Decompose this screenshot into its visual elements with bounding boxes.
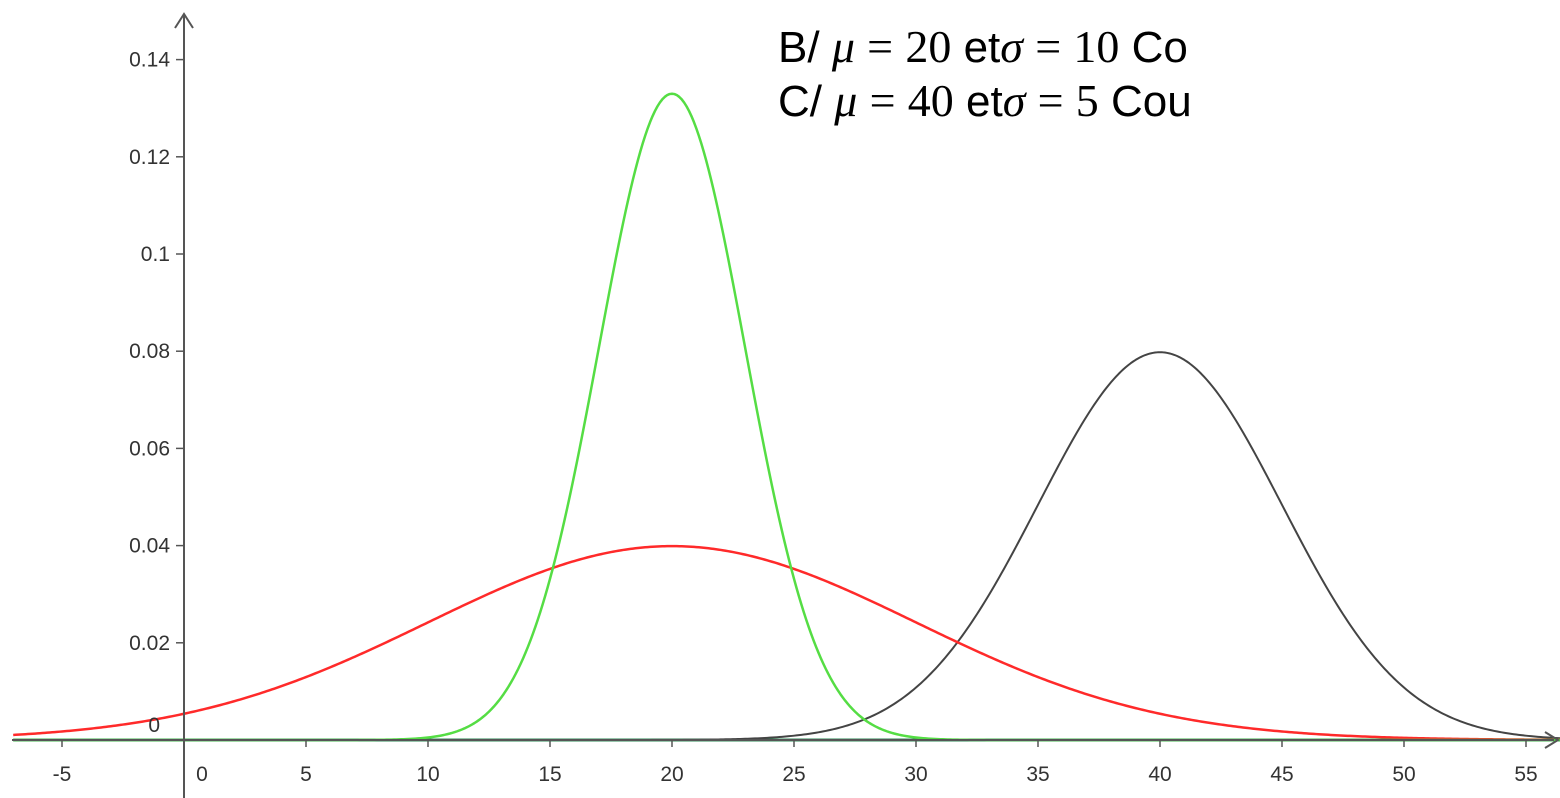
- equals-sign: =: [869, 75, 896, 126]
- y-tick-label: 0.04: [129, 535, 170, 558]
- annotation-suffix: Co: [1131, 23, 1188, 72]
- y-tick-label: 0.12: [129, 146, 170, 169]
- x-tick-label: 50: [1392, 763, 1415, 786]
- sigma-value: 5: [1075, 75, 1099, 126]
- y-ticks-layer: 0 0.02 0.04 0.06 0.08 0.1 0.12 0.14: [129, 49, 184, 737]
- equals-sign: =: [1037, 75, 1064, 126]
- mu-value: 40: [907, 75, 954, 126]
- mu-value: 20: [905, 21, 952, 72]
- annotation-prefix: C/: [778, 77, 822, 126]
- y-tick-label: 0: [148, 714, 160, 737]
- x-tick-label: 35: [1026, 763, 1049, 786]
- y-tick-label: 0.14: [129, 49, 170, 72]
- axes-layer: [12, 12, 1560, 798]
- x-axis-arrow-icon: [1544, 731, 1560, 749]
- curves-layer: [13, 92, 1560, 742]
- annotation-b: B/ μ = 20 etσ = 10 Co: [778, 24, 1188, 70]
- series-curve-0: [13, 544, 1560, 741]
- conjunction: et: [965, 77, 1003, 126]
- x-tick-label: 40: [1148, 763, 1171, 786]
- x-tick-label: 5: [300, 763, 312, 786]
- series-curve-1: [13, 92, 1560, 742]
- x-tick-label: 0: [196, 763, 208, 786]
- x-tick-label: 20: [660, 763, 683, 786]
- conjunction: et: [963, 23, 1001, 72]
- x-tick-label: 10: [416, 763, 439, 786]
- y-tick-label: 0.1: [141, 243, 170, 266]
- y-tick-label: 0.02: [129, 632, 170, 655]
- annotation-c: C/ μ = 40 etσ = 5 Cou: [778, 78, 1192, 124]
- x-tick-label: 15: [538, 763, 561, 786]
- annotation-suffix: Cou: [1111, 77, 1192, 126]
- x-tick-label: 45: [1270, 763, 1293, 786]
- x-tick-label: 25: [782, 763, 805, 786]
- sigma-value: 10: [1073, 21, 1120, 72]
- sigma-symbol: σ: [1002, 75, 1026, 126]
- y-tick-label: 0.06: [129, 437, 170, 460]
- sigma-symbol: σ: [1000, 21, 1023, 72]
- x-tick-label: 55: [1514, 763, 1537, 786]
- mu-symbol: μ: [834, 75, 858, 126]
- annotation-prefix: B/: [778, 23, 820, 72]
- equals-sign: =: [1035, 21, 1062, 72]
- x-ticks-layer: -5 0 5 10 15 20 25 30 35 40 45 50 55: [53, 740, 1538, 786]
- y-axis-arrow-icon: [174, 12, 194, 29]
- x-tick-label: -5: [53, 763, 72, 786]
- equals-sign: =: [867, 21, 894, 72]
- x-tick-label: 30: [904, 763, 927, 786]
- mu-symbol: μ: [831, 21, 855, 72]
- y-tick-label: 0.08: [129, 340, 170, 363]
